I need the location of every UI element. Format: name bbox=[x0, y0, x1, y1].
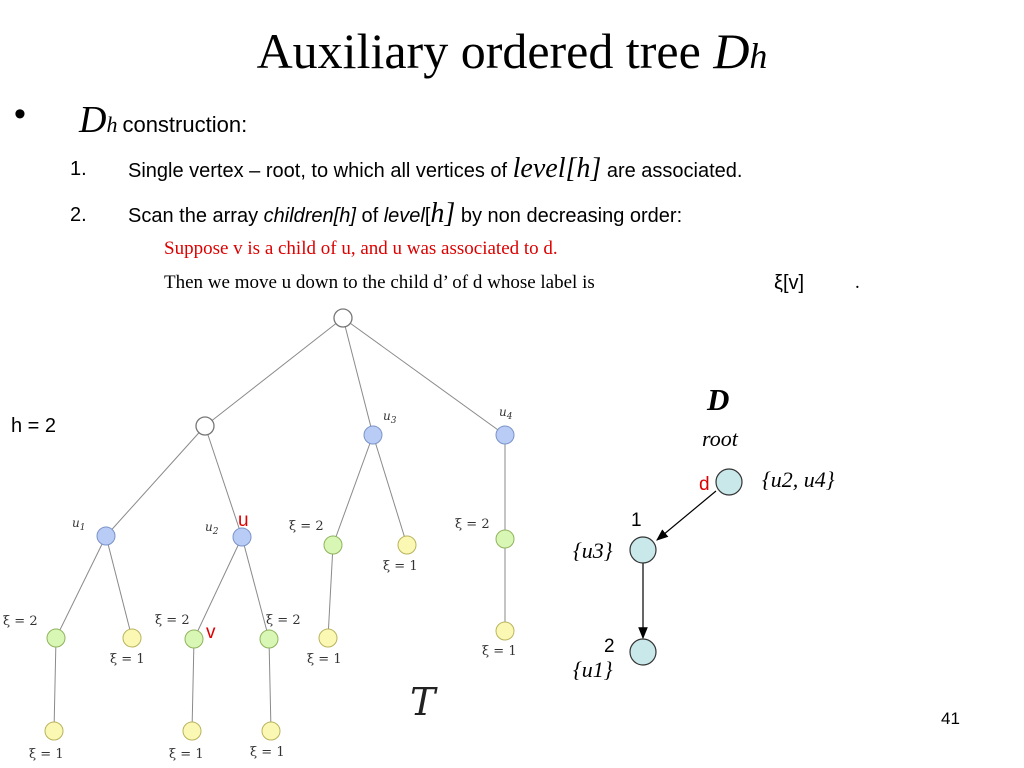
step-1-c: are associated. bbox=[601, 160, 743, 182]
label-xi1: ξ = 1 bbox=[110, 652, 145, 667]
step-1-text: Single vertex – root, to which all verti… bbox=[128, 153, 742, 185]
step-2-number: 2. bbox=[70, 204, 87, 226]
step-1-a: Single vertex – root, to which all verti… bbox=[128, 160, 513, 182]
edge bbox=[204, 425, 243, 538]
h-label: h = 2 bbox=[11, 415, 56, 437]
node-u2 bbox=[232, 527, 252, 547]
label-xi1: ξ = 1 bbox=[383, 559, 418, 574]
bullet-text: construction: bbox=[122, 112, 248, 137]
tree-d-edge-1-label: 1 bbox=[631, 510, 642, 531]
note-black: Then we move u down to the child d’ of d… bbox=[164, 272, 595, 293]
node-xi2 bbox=[323, 535, 343, 555]
title-sub: h bbox=[749, 36, 768, 76]
tree-t-root-node bbox=[333, 308, 353, 328]
note-dot: . bbox=[855, 272, 860, 293]
node-xi1 bbox=[318, 628, 338, 648]
edge bbox=[372, 434, 408, 546]
tree-d-d-label: d bbox=[699, 474, 710, 495]
step-1-b: level[h] bbox=[512, 153, 602, 184]
edge bbox=[268, 638, 272, 732]
slide-title: Auxiliary ordered tree Dh bbox=[0, 22, 1024, 80]
node-xi2 bbox=[259, 629, 279, 649]
tree-t-edges bbox=[53, 317, 506, 732]
node-xi1 bbox=[182, 721, 202, 741]
page-number: 41 bbox=[941, 709, 960, 728]
tree-d-set-2: {u1} bbox=[573, 657, 613, 682]
edge bbox=[191, 638, 195, 732]
label-u-red: u bbox=[238, 510, 249, 531]
node-v bbox=[184, 629, 204, 649]
label-u2: u2 bbox=[205, 520, 219, 537]
step-2-a: Scan the array bbox=[128, 205, 264, 227]
node-xi1 bbox=[397, 535, 417, 555]
bullet-h: h bbox=[106, 112, 118, 137]
edge bbox=[193, 536, 243, 640]
node-u1 bbox=[96, 526, 116, 546]
tree-d-name: D bbox=[706, 382, 729, 417]
step-2-e: [ bbox=[424, 205, 431, 227]
label-xi2: ξ = 2 bbox=[266, 613, 301, 628]
note-red: Suppose v is a child of u, and u was ass… bbox=[164, 238, 558, 259]
label-xi2: ξ = 2 bbox=[155, 613, 190, 628]
label-xi1: ξ = 1 bbox=[482, 644, 517, 659]
edge bbox=[204, 317, 344, 427]
step-2-f: h] bbox=[430, 198, 456, 229]
step-2-c: of bbox=[355, 205, 384, 227]
tree-d-child-1-node bbox=[629, 536, 657, 564]
step-2-b: children[h] bbox=[263, 205, 356, 227]
tree-d-root-set: {u2, u4} bbox=[762, 467, 835, 492]
tree-d-edge-1 bbox=[656, 490, 717, 541]
edge bbox=[241, 536, 270, 640]
tree-d: D root d {u2, u4} 1 {u3} 2 {u1} bbox=[573, 382, 835, 682]
label-xi2: ξ = 2 bbox=[3, 614, 38, 629]
tree-t-name: T bbox=[410, 680, 438, 724]
label-xi1: ξ = 1 bbox=[307, 652, 342, 667]
step-2-g: by non decreasing order: bbox=[455, 205, 683, 227]
edge bbox=[332, 434, 374, 546]
label-xi1: ξ = 1 bbox=[29, 747, 64, 762]
tree-d-child-2-node bbox=[629, 638, 657, 666]
label-u3: u3 bbox=[383, 409, 397, 426]
edge bbox=[342, 317, 506, 436]
tree-d-set-1: {u3} bbox=[573, 538, 613, 563]
node-xi2 bbox=[495, 529, 515, 549]
step-2-d: level bbox=[383, 205, 425, 227]
edge bbox=[53, 637, 57, 732]
node-xi1 bbox=[122, 628, 142, 648]
edge bbox=[342, 317, 374, 436]
step-1-number: 1. bbox=[70, 158, 87, 180]
label-u4: u4 bbox=[499, 405, 513, 422]
node-xi1 bbox=[495, 621, 515, 641]
label-xi1: ξ = 1 bbox=[169, 747, 204, 762]
label-xi2: ξ = 2 bbox=[289, 519, 324, 534]
tree-d-edge-2-label: 2 bbox=[604, 636, 615, 657]
tree-t-nodes bbox=[44, 308, 515, 741]
label-xi1: ξ = 1 bbox=[250, 745, 285, 760]
node-xi1 bbox=[261, 721, 281, 741]
tree-t-labels: u3 u4 u1 u2 ξ = 2 ξ = 2 ξ = 1 ξ = 2 ξ = … bbox=[3, 405, 517, 762]
node-u3 bbox=[363, 425, 383, 445]
bullet-marker: • bbox=[14, 95, 26, 133]
tree-d-root-node bbox=[715, 468, 743, 496]
edge bbox=[105, 425, 206, 537]
node-xi2 bbox=[46, 628, 66, 648]
title-D: D bbox=[713, 23, 750, 79]
step-2-text: Scan the array children[h] of level[h] b… bbox=[128, 198, 682, 230]
label-xi2: ξ = 2 bbox=[455, 517, 490, 532]
tree-d-root-label: root bbox=[702, 426, 739, 451]
title-text: Auxiliary ordered tree bbox=[256, 23, 714, 79]
tree-t-h-node bbox=[195, 416, 215, 436]
label-u1: u1 bbox=[72, 516, 85, 533]
node-u4 bbox=[495, 425, 515, 445]
edge bbox=[327, 544, 334, 639]
bullet-D: D bbox=[79, 99, 107, 141]
label-v-red: v bbox=[206, 622, 216, 643]
node-xi1 bbox=[44, 721, 64, 741]
edge bbox=[105, 535, 133, 639]
note-xi: ξ[v] bbox=[774, 272, 805, 294]
edge bbox=[55, 535, 107, 639]
